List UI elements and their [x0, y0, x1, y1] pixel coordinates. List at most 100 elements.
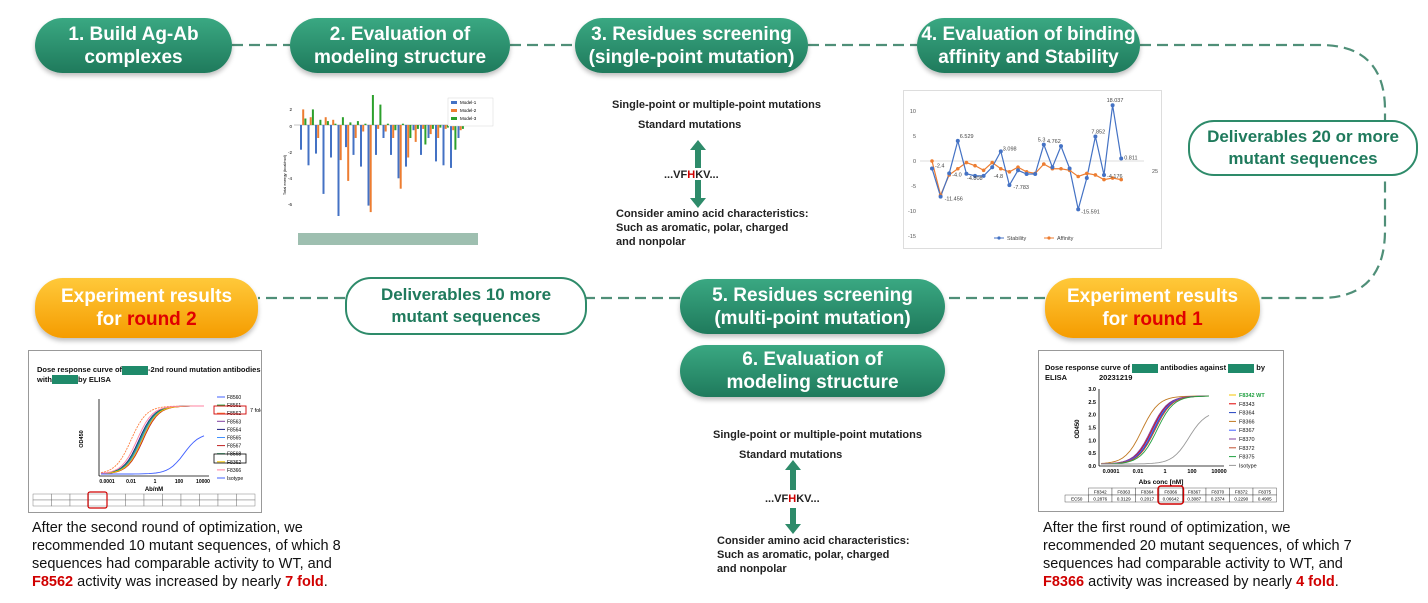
line-ytick: -15 — [908, 234, 916, 240]
mutation-line4: Such as aromatic, polar, charged — [717, 549, 890, 561]
stability-point — [1024, 172, 1029, 177]
energy-bar — [431, 125, 434, 129]
step-5-line1: 5. Residues screening — [712, 284, 913, 306]
round-2-pill: Experiment results for round 2 — [35, 278, 258, 338]
seq-highlight: H — [788, 493, 797, 505]
energy-bar — [407, 125, 410, 158]
r2-table-cell — [217, 493, 237, 501]
arrow-up-icon — [785, 460, 801, 490]
energy-bar — [390, 125, 392, 155]
seq-suffix: KV... — [695, 169, 719, 181]
energy-bar — [394, 125, 397, 131]
round-2-line2: for round 2 — [96, 308, 196, 331]
elisa-round-2-panel: Dose response curve of-2nd round mutatio… — [28, 350, 262, 513]
r1-table-value: 0.3129 — [1117, 496, 1131, 501]
r1-legend-item: F8375 — [1239, 455, 1255, 461]
energy-bar — [330, 125, 332, 158]
stability-point — [1093, 134, 1098, 139]
step-4-pill: 4. Evaluation of binding affinity and St… — [917, 18, 1140, 73]
energy-bar — [371, 90, 374, 125]
r2-table-cell — [88, 499, 108, 507]
step-1-line1: 1. Build Ag-Ab — [68, 23, 199, 45]
energy-bar — [339, 125, 342, 161]
r2-xtick: 0.0001 — [99, 479, 115, 485]
affinity-point — [1093, 173, 1098, 177]
step-3-line2: (single-point mutation) — [588, 46, 795, 68]
desc-r2-line1: After the second round of optimization, … — [32, 520, 303, 536]
r1-table-value: 0.2290 — [1234, 496, 1248, 501]
r2-legend-item: Isotype — [227, 476, 243, 482]
step-4-line1: 4. Evaluation of binding — [921, 23, 1136, 45]
line-data-label: 0.811 — [1124, 155, 1137, 161]
affinity-point — [1059, 166, 1063, 171]
seq-highlight: H — [687, 169, 696, 181]
desc-r1-line2: recommended 20 mutant sequences, of whic… — [1043, 538, 1352, 554]
r1-xtick: 1 — [1163, 469, 1166, 475]
desc-r1-line4: F8366 activity was increased by nearly 4… — [1043, 573, 1423, 591]
energy-bar — [307, 125, 310, 166]
r2-xtick: 1 — [154, 479, 157, 485]
r1-table-value: 0.06642 — [1163, 496, 1180, 501]
r2-table-cell — [162, 499, 182, 507]
desc-r2-end: . — [323, 574, 328, 590]
r1-table-header: F8375 — [1258, 489, 1271, 494]
energy-bar — [416, 125, 419, 129]
arrow-down-icon — [690, 180, 706, 208]
energy-bar — [317, 125, 320, 138]
energy-bar — [304, 118, 307, 125]
mutation-line2: Standard mutations — [638, 119, 742, 131]
r1-dose-curve — [1100, 395, 1210, 465]
r1-xtick: 100 — [1187, 469, 1196, 475]
r1-dose-curve — [1101, 395, 1210, 465]
energy-ytick: -6 — [288, 202, 292, 207]
energy-bar — [414, 125, 417, 142]
energy-bar-chart: Total energy (kcal/mol) 2 0 -2 -4 -6 Mod… — [280, 90, 495, 245]
energy-bar — [392, 125, 395, 138]
step-6-line2: modeling structure — [726, 372, 899, 393]
r2-legend-item: F8366 — [227, 468, 241, 474]
energy-ytick: 2 — [289, 107, 292, 112]
affinity-point — [1110, 176, 1115, 180]
round-1-line1: Experiment results — [1066, 286, 1239, 307]
r2-annotation: 7 fold — [250, 408, 261, 414]
round-1-label: round 1 — [1132, 309, 1203, 330]
round-1-for: for — [1102, 309, 1128, 330]
mutation-line1: Single-point or multiple-point mutations — [713, 429, 922, 441]
energy-bar — [364, 123, 367, 125]
energy-bar — [384, 125, 387, 132]
round-2-line1: Experiment results — [60, 286, 233, 307]
energy-bar — [397, 125, 400, 179]
redaction-block — [1228, 363, 1255, 373]
line-data-label: -4.176 — [1107, 174, 1123, 180]
r1-ytick: 3.0 — [1088, 387, 1096, 393]
affinity-point — [964, 160, 969, 165]
energy-bar — [450, 125, 452, 168]
r2-table-cell — [180, 499, 200, 507]
elisa-r1-title-b: antibodies against — [1160, 363, 1227, 372]
stability-series-line — [931, 105, 1122, 210]
stability-point — [930, 166, 934, 171]
energy-bar — [379, 104, 382, 125]
energy-bar — [345, 125, 347, 148]
desc-r1-antibody-id: F8366 — [1043, 574, 1085, 590]
energy-bar — [360, 125, 362, 167]
affinity-point — [956, 166, 960, 171]
step-6-line1: 6. Evaluation of — [742, 349, 883, 370]
elisa-r2-title-c: by ELISA — [78, 374, 111, 384]
energy-bar — [439, 125, 442, 128]
line-data-label: 3.098 — [1003, 146, 1017, 152]
r1-table-value: 0.2876 — [1093, 496, 1107, 501]
energy-bar — [337, 125, 340, 216]
stability-point — [1110, 103, 1115, 108]
energy-bar — [429, 125, 432, 135]
energy-bar — [311, 109, 314, 125]
step-4-line2: affinity and Stability — [938, 46, 1119, 68]
line-data-label: 6.529 — [960, 134, 974, 140]
energy-bar — [444, 125, 447, 129]
r1-ytick: 0.5 — [1088, 451, 1096, 457]
step-2-line1: 2. Evaluation of — [329, 23, 471, 45]
energy-bar — [401, 123, 404, 125]
energy-bar — [300, 125, 302, 150]
deliverables-20-line1: Deliverables 20 or more — [1207, 127, 1399, 146]
r2-table-cell — [125, 493, 145, 501]
